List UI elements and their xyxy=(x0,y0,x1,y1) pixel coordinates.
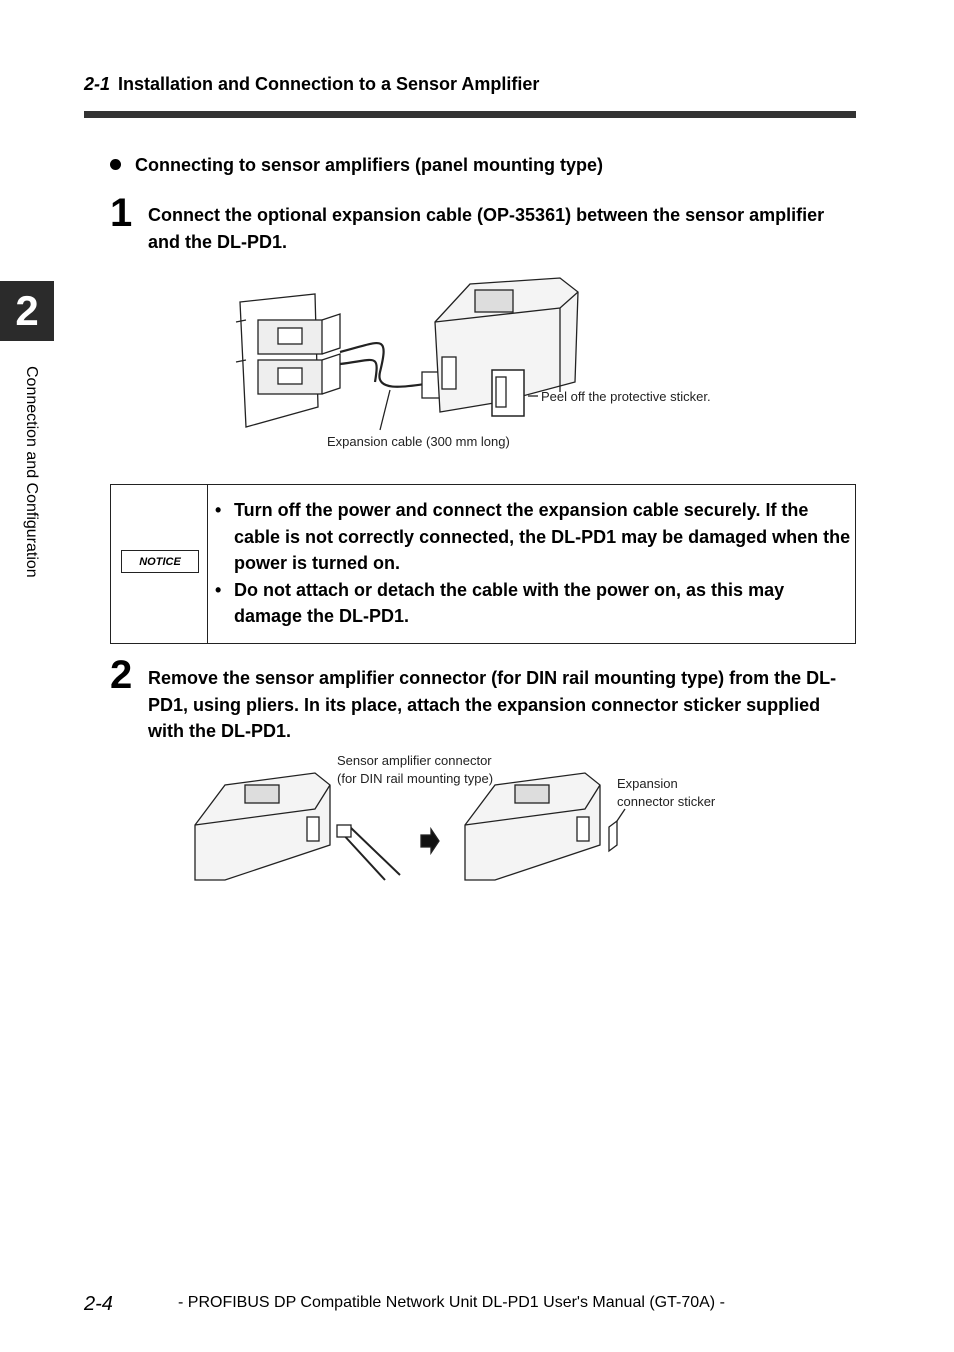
connector-label-line1: Sensor amplifier connector xyxy=(337,753,492,768)
connector-replacement-figure xyxy=(194,772,626,881)
section-title: Installation and Connection to a Sensor … xyxy=(118,74,540,94)
step-2-number: 2 xyxy=(110,653,133,697)
notice-box: NOTICE Turn off the power and connect th… xyxy=(110,484,856,644)
arrow-right-icon xyxy=(420,826,440,856)
step-1-number: 1 xyxy=(110,191,133,235)
notice-item: Do not attach or detach the cable with t… xyxy=(213,577,853,630)
dl-pd1-before xyxy=(194,772,331,881)
bullet-heading-text: Connecting to sensor amplifiers (panel m… xyxy=(135,155,604,175)
connector-label-line2: (for DIN rail mounting type) xyxy=(337,771,494,786)
panel-outline xyxy=(239,293,319,428)
page-number: 2-4 xyxy=(84,1293,113,1315)
notice-label: NOTICE xyxy=(121,550,199,573)
expansion-cable-label: Expansion cable (300 mm long) xyxy=(327,434,510,449)
sticker-label: Expansion connector sticker xyxy=(617,775,715,811)
section-number: 2-1 xyxy=(84,74,111,94)
step-1-text: Connect the optional expansion cable (OP… xyxy=(148,205,825,252)
section-header: 2-1 Installation and Connection to a Sens… xyxy=(84,74,539,95)
cable-connector xyxy=(421,371,441,399)
bullet-heading: Connecting to sensor amplifiers (panel m… xyxy=(110,155,603,176)
connector-label: Sensor amplifier connector (for DIN rail… xyxy=(337,752,493,788)
chapter-side-label: Connection and Configuration xyxy=(22,366,42,626)
peel-sticker-label: Peel off the protective sticker. xyxy=(541,389,711,404)
dl-pd1-body xyxy=(434,277,579,413)
header-rule xyxy=(84,111,856,118)
chapter-tab: 2 xyxy=(0,281,54,341)
dl-pd1-after xyxy=(464,772,601,881)
step-2-text: Remove the sensor amplifier connector (f… xyxy=(148,668,837,741)
sticker-label-line2: connector sticker xyxy=(617,794,716,809)
expansion-cable-figure xyxy=(235,277,579,431)
din-connector xyxy=(306,816,320,842)
manual-title: - PROFIBUS DP Compatible Network Unit DL… xyxy=(178,1294,725,1311)
bullet-dot-icon xyxy=(110,159,121,170)
expansion-sticker xyxy=(608,819,618,853)
sticker-label-line1: Expansion xyxy=(617,776,678,791)
notice-list: Turn off the power and connect the expan… xyxy=(213,497,853,630)
notice-item: Turn off the power and connect the expan… xyxy=(213,497,853,577)
notice-divider xyxy=(207,485,208,643)
expansion-cable xyxy=(339,342,426,388)
pliers-icon xyxy=(339,826,401,881)
chapter-title: Connection and Configuration xyxy=(23,366,40,578)
